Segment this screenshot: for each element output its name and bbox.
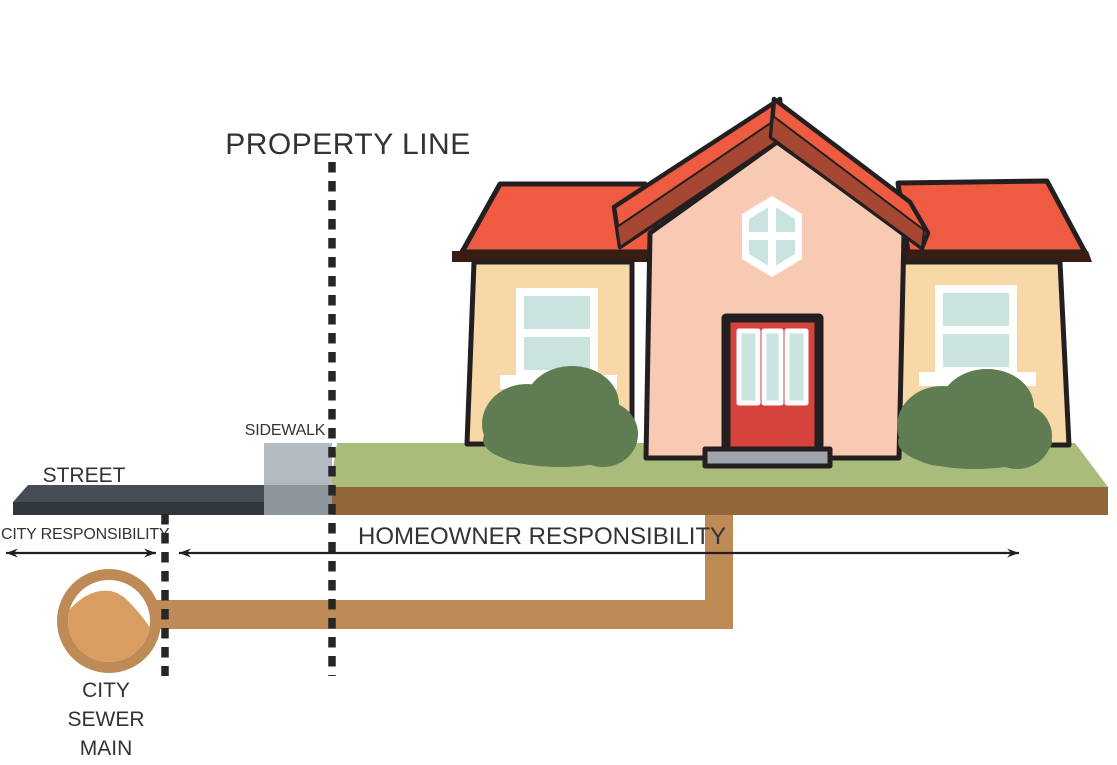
sewer-pipes [57,515,733,673]
right-window-rail [943,326,1009,334]
sewer-main-liquid [68,590,150,662]
property-line-label: PROPERTY LINE [225,128,470,161]
city-responsibility-label: CITY RESPONSIBILITY [1,526,170,543]
city-sewer-main-line1: CITY [82,679,130,702]
door-glass-pane-2 [761,328,784,406]
sewer-lateral-pipe [155,515,733,629]
left-bush-base [483,413,637,467]
sidewalk-top [264,443,332,485]
house [452,96,1092,469]
street-top-surface [13,485,332,502]
door-glass-pane-3 [784,328,809,406]
soil [330,487,1108,515]
sidewalk-front [264,485,332,515]
front-door [702,313,833,469]
door-glass-pane-1 [736,328,761,406]
city-sewer-main-line3: MAIN [80,737,133,760]
gable-roof-right-stripe [770,115,925,249]
homeowner-responsibility-label: HOMEOWNER RESPONSIBILITY [358,523,726,550]
right-bush-base [898,415,1052,469]
attic-hex-window [742,196,802,277]
street-label: STREET [43,464,126,487]
city-sewer-main-label: CITY SEWER MAIN [67,679,144,760]
left-wing-eave [452,251,655,262]
city-sewer-main-line2: SEWER [67,708,144,731]
right-wing-eave [898,251,1092,262]
right-bush [897,369,1052,469]
door-step [702,446,833,469]
left-bush [482,366,638,467]
sidewalk-label: SIDEWALK [245,422,326,439]
street-front-face [13,502,332,515]
left-window-rail [524,329,590,337]
hex-window-mullion-horizontal [748,232,796,240]
